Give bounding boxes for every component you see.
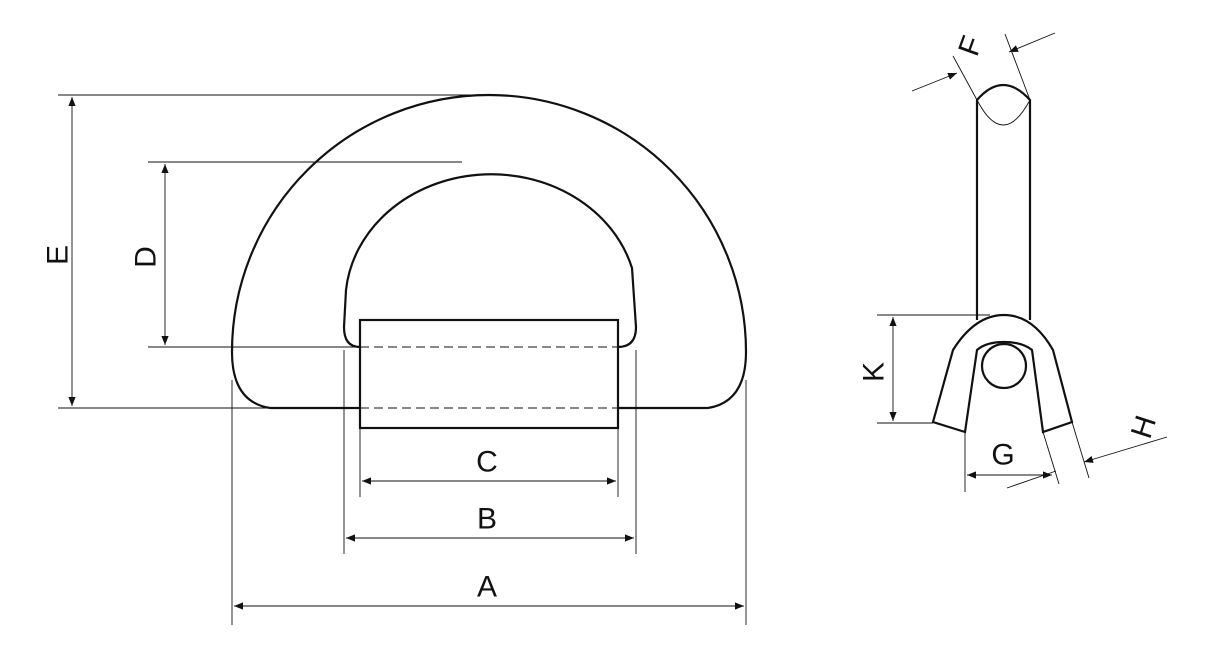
pin-circle — [980, 342, 1028, 390]
label-a: A — [477, 571, 497, 604]
dimension-arrow-f — [911, 72, 958, 92]
label-h: H — [1125, 412, 1163, 443]
extension-line — [1071, 421, 1090, 479]
dimension-arrow-f — [1008, 32, 1056, 53]
label-b: B — [477, 503, 497, 536]
label-f: F — [952, 32, 989, 61]
label-d: D — [130, 246, 163, 268]
ring-bar — [975, 84, 1032, 320]
label-g: G — [991, 439, 1014, 472]
ring-section-arc — [976, 99, 1031, 126]
leader-line — [1006, 470, 1057, 489]
dimension-arrow-h — [1083, 436, 1168, 463]
extension-line — [952, 55, 978, 101]
inner-ring-outline — [342, 173, 638, 349]
extension-line — [1004, 33, 1031, 101]
base-block — [358, 318, 620, 430]
extension-line — [1042, 431, 1060, 485]
label-c: C — [476, 446, 498, 479]
side-view: F K G H — [858, 32, 1168, 492]
outer-ring-outline — [230, 93, 748, 410]
label-k: K — [858, 362, 891, 382]
clevis-outer — [931, 313, 1074, 434]
label-e: E — [42, 245, 75, 265]
front-view: E D C B A — [42, 93, 748, 625]
